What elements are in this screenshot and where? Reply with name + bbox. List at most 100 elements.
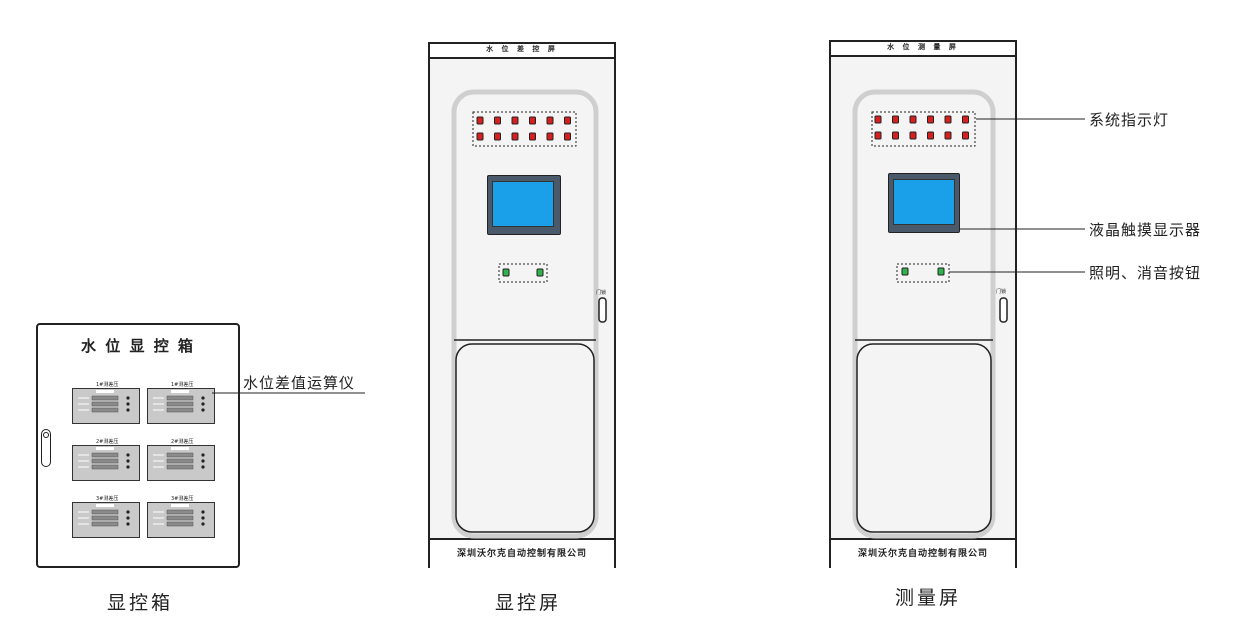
middle-light-button — [502, 268, 510, 277]
meter-display-row — [166, 452, 194, 458]
indicator-group-right — [871, 111, 976, 147]
meter-key — [126, 453, 130, 457]
callout-buttons-label: 照明、消音按钮 — [1089, 264, 1202, 282]
meter-display-row — [91, 407, 119, 413]
cabinet-title: 水 位 差 控 屏 — [486, 45, 558, 53]
meter-key — [201, 396, 205, 400]
measure-cabinet-footer: 深圳沃尔克自动控制有限公司 — [857, 549, 988, 559]
meter-key — [201, 516, 205, 520]
door-lock-label-middle: 门锁 — [596, 290, 607, 296]
right-indicator-lamp — [909, 115, 917, 124]
meter-display-row — [166, 515, 194, 521]
middle-indicator-lamp — [511, 116, 519, 125]
meter-key — [201, 453, 205, 457]
meter-display-row — [91, 521, 119, 527]
meter-display-row — [91, 509, 119, 515]
door-frame-middle — [451, 89, 599, 539]
middle-indicator-lamp — [529, 132, 536, 141]
indicator-group-middle — [472, 111, 577, 147]
meter-key — [126, 516, 130, 520]
meter-key — [126, 522, 130, 526]
middle-indicator-lamp — [546, 116, 554, 125]
meter-title-2a: 2#测差压 — [96, 439, 119, 445]
middle-indicator-lamp — [476, 116, 484, 125]
meter-display-row — [91, 401, 119, 407]
right-indicator-lamp — [927, 115, 934, 124]
meter-led-strip — [171, 504, 189, 507]
meter-led-strip — [96, 447, 114, 450]
meter-display-row — [91, 515, 119, 521]
meter-key — [201, 402, 205, 406]
meter-display-row — [166, 407, 194, 413]
meter-key — [126, 408, 130, 412]
right-indicator-lamp — [962, 115, 969, 124]
middle-indicator-lamp — [564, 132, 571, 141]
measure-cabinet-title: 水 位 测 量 屏 — [887, 43, 959, 51]
meter-display-row — [91, 452, 119, 458]
lcd-screen-middle[interactable] — [492, 181, 554, 227]
meter-title-1a: 1#测差压 — [96, 382, 119, 388]
cabinet-title-bar: 水 位 差 控 屏 — [430, 44, 614, 59]
box-lock-icon — [43, 432, 49, 438]
middle-indicator-lamp — [546, 132, 554, 141]
meter-display-row — [166, 521, 194, 527]
right-indicator-lamp — [944, 131, 952, 140]
right-indicator-lamp — [927, 131, 934, 140]
meter-led-strip — [171, 447, 189, 450]
right-light-button — [901, 267, 909, 276]
lower-panel-middle — [455, 343, 595, 533]
door-frame-right — [852, 89, 996, 539]
lcd-screen-right[interactable] — [893, 179, 955, 225]
meter-display-row — [166, 458, 194, 464]
middle-indicator-lamp — [476, 132, 484, 141]
meter-display-row — [166, 401, 194, 407]
middle-indicator-lamp — [564, 116, 571, 125]
right-indicator-lamp — [874, 131, 882, 140]
meter-display-row — [166, 395, 194, 401]
lower-panel-right — [856, 343, 992, 533]
right-indicator-lamp — [892, 115, 899, 124]
measure-cabinet-plinth: 深圳沃尔克自动控制有限公司 — [831, 538, 1015, 568]
meter-key — [201, 465, 205, 469]
button-group-middle — [498, 263, 548, 283]
right-mute-button — [937, 267, 945, 276]
button-group-right — [896, 263, 950, 283]
callout-meter-label: 水位差值运算仪 — [243, 374, 356, 392]
box-door-handle[interactable] — [41, 429, 51, 467]
right-indicator-lamp — [892, 131, 899, 140]
meter-title-1b: 1#测差压 — [171, 382, 194, 388]
meter-key — [201, 408, 205, 412]
meter-led-strip — [171, 390, 189, 393]
meter-key — [126, 465, 130, 469]
right-indicator-lamp — [874, 115, 882, 124]
meter-display-row — [91, 458, 119, 464]
meter-display-row — [91, 395, 119, 401]
middle-mute-button — [536, 268, 544, 277]
meter-key — [201, 510, 205, 514]
callout-indicators-label: 系统指示灯 — [1089, 111, 1170, 129]
middle-indicator-lamp — [511, 132, 519, 141]
meter-key — [126, 402, 130, 406]
caption-measure-cabinet: 测量屏 — [895, 587, 962, 609]
meter-title-2b: 2#测差压 — [171, 439, 194, 445]
door-lock-label-right: 门锁 — [996, 289, 1007, 295]
meter-led-strip — [96, 390, 114, 393]
right-indicator-lamp — [962, 131, 969, 140]
right-indicator-lamp — [944, 115, 952, 124]
caption-box: 显控箱 — [107, 592, 174, 614]
cabinet-footer: 深圳沃尔克自动控制有限公司 — [456, 549, 587, 559]
middle-indicator-lamp — [494, 116, 501, 125]
middle-indicator-lamp — [529, 116, 536, 125]
measure-cabinet-title-bar: 水 位 测 量 屏 — [831, 42, 1015, 57]
middle-indicator-lamp — [494, 132, 501, 141]
meter-title-3a: 3#测差压 — [96, 496, 119, 502]
meter-key — [201, 522, 205, 526]
differential-meter-3b — [147, 502, 215, 538]
meter-key — [126, 396, 130, 400]
right-indicator-lamp — [909, 131, 917, 140]
meter-display-row — [91, 464, 119, 470]
meter-display-row — [166, 509, 194, 515]
